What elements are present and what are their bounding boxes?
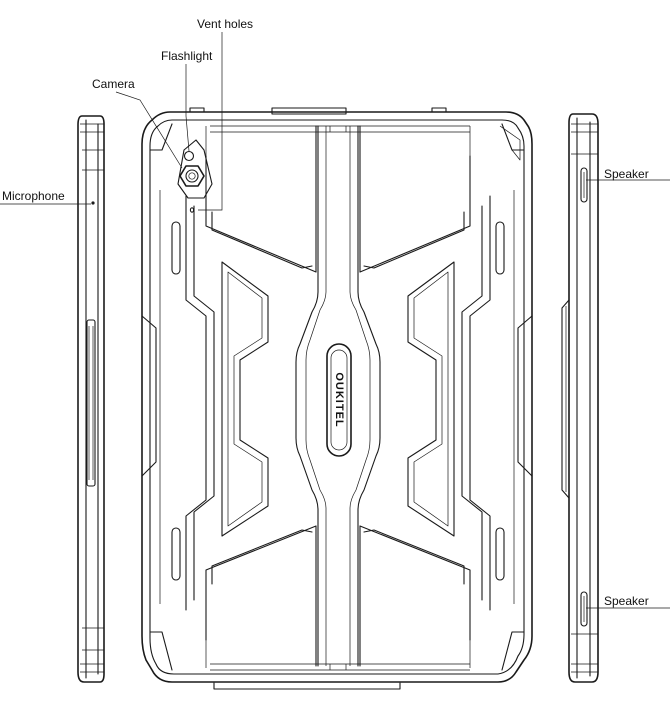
camera-hex-icon — [179, 165, 205, 187]
camera-label: Camera — [92, 77, 135, 91]
back-slot-right-bottom — [495, 527, 505, 581]
speaker-bottom-label: Speaker — [604, 594, 649, 608]
camera-module — [177, 139, 213, 199]
top-button — [271, 107, 347, 115]
right-side-view — [561, 113, 599, 683]
camera-lens-icon — [185, 169, 199, 183]
left-side-button — [86, 319, 96, 487]
speaker-top-label: Speaker — [604, 167, 649, 181]
flashlight-icon — [183, 150, 195, 162]
microphone-hole-icon — [91, 201, 95, 205]
speaker-grille-top-icon — [580, 167, 588, 203]
oukitel-logo: OUKITEL — [333, 372, 345, 427]
back-slot-left-top — [171, 221, 181, 275]
vent-holes-label: Vent holes — [197, 17, 253, 31]
back-view: OUKITEL — [141, 107, 533, 690]
microphone-label: Microphone — [2, 189, 65, 203]
flashlight-label: Flashlight — [161, 49, 213, 63]
speaker-grille-bottom-icon — [580, 591, 588, 627]
back-slot-right-top — [495, 221, 505, 275]
back-slot-left-bottom — [171, 527, 181, 581]
callout-leaders — [0, 32, 670, 609]
vent-hole-icon — [189, 207, 195, 213]
left-side-view — [77, 115, 105, 683]
logo-capsule — [326, 343, 352, 457]
